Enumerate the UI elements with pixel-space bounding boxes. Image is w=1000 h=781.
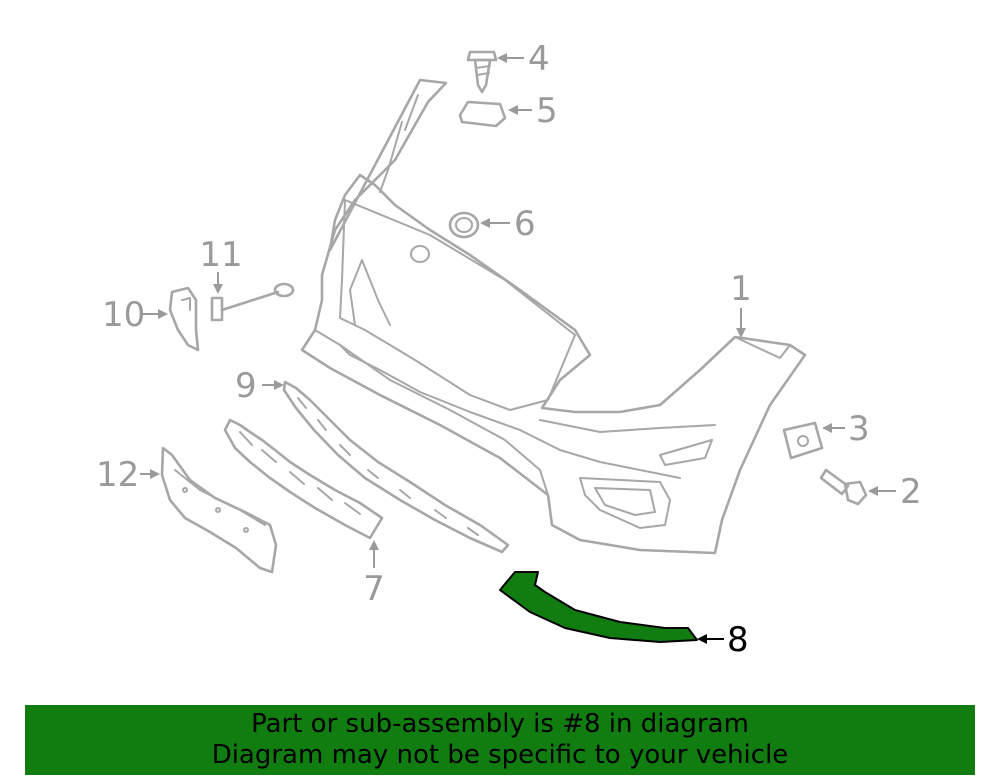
banner-line-part-info: Part or sub-assembly is #8 in diagram (251, 709, 749, 739)
bolt-part-2[interactable] (819, 468, 868, 506)
tow-cover-part-10[interactable] (168, 286, 200, 352)
clip-part-3[interactable] (782, 421, 824, 460)
callout-9: 9 (235, 366, 257, 406)
lower-strip-part-7[interactable] (223, 418, 384, 540)
plate-bracket-part-12[interactable] (160, 446, 278, 574)
leader-lines (140, 53, 896, 644)
callout-3: 3 (848, 409, 870, 449)
callout-12: 12 (96, 455, 139, 495)
callout-6: 6 (514, 204, 536, 244)
callout-4: 4 (528, 39, 550, 79)
callout-7: 7 (363, 569, 385, 609)
screw-part-4[interactable] (466, 50, 498, 94)
callout-11: 11 (199, 235, 242, 275)
tow-eye-part-11[interactable] (210, 282, 295, 322)
bracket-part-5[interactable] (458, 100, 507, 128)
grommet-part-6[interactable] (448, 211, 480, 239)
info-banner: Part or sub-assembly is #8 in diagram Di… (25, 705, 975, 775)
banner-line-disclaimer: Diagram may not be specific to your vehi… (211, 740, 789, 770)
callout-5: 5 (536, 91, 558, 131)
callout-1: 1 (730, 269, 752, 309)
lower-trim-part-8[interactable] (499, 571, 698, 643)
callout-2: 2 (900, 472, 922, 512)
bumper-cover-part-1[interactable] (300, 78, 807, 555)
spoiler-strip-part-9[interactable] (282, 380, 510, 554)
callout-10: 10 (102, 295, 145, 335)
callout-8: 8 (727, 620, 749, 660)
